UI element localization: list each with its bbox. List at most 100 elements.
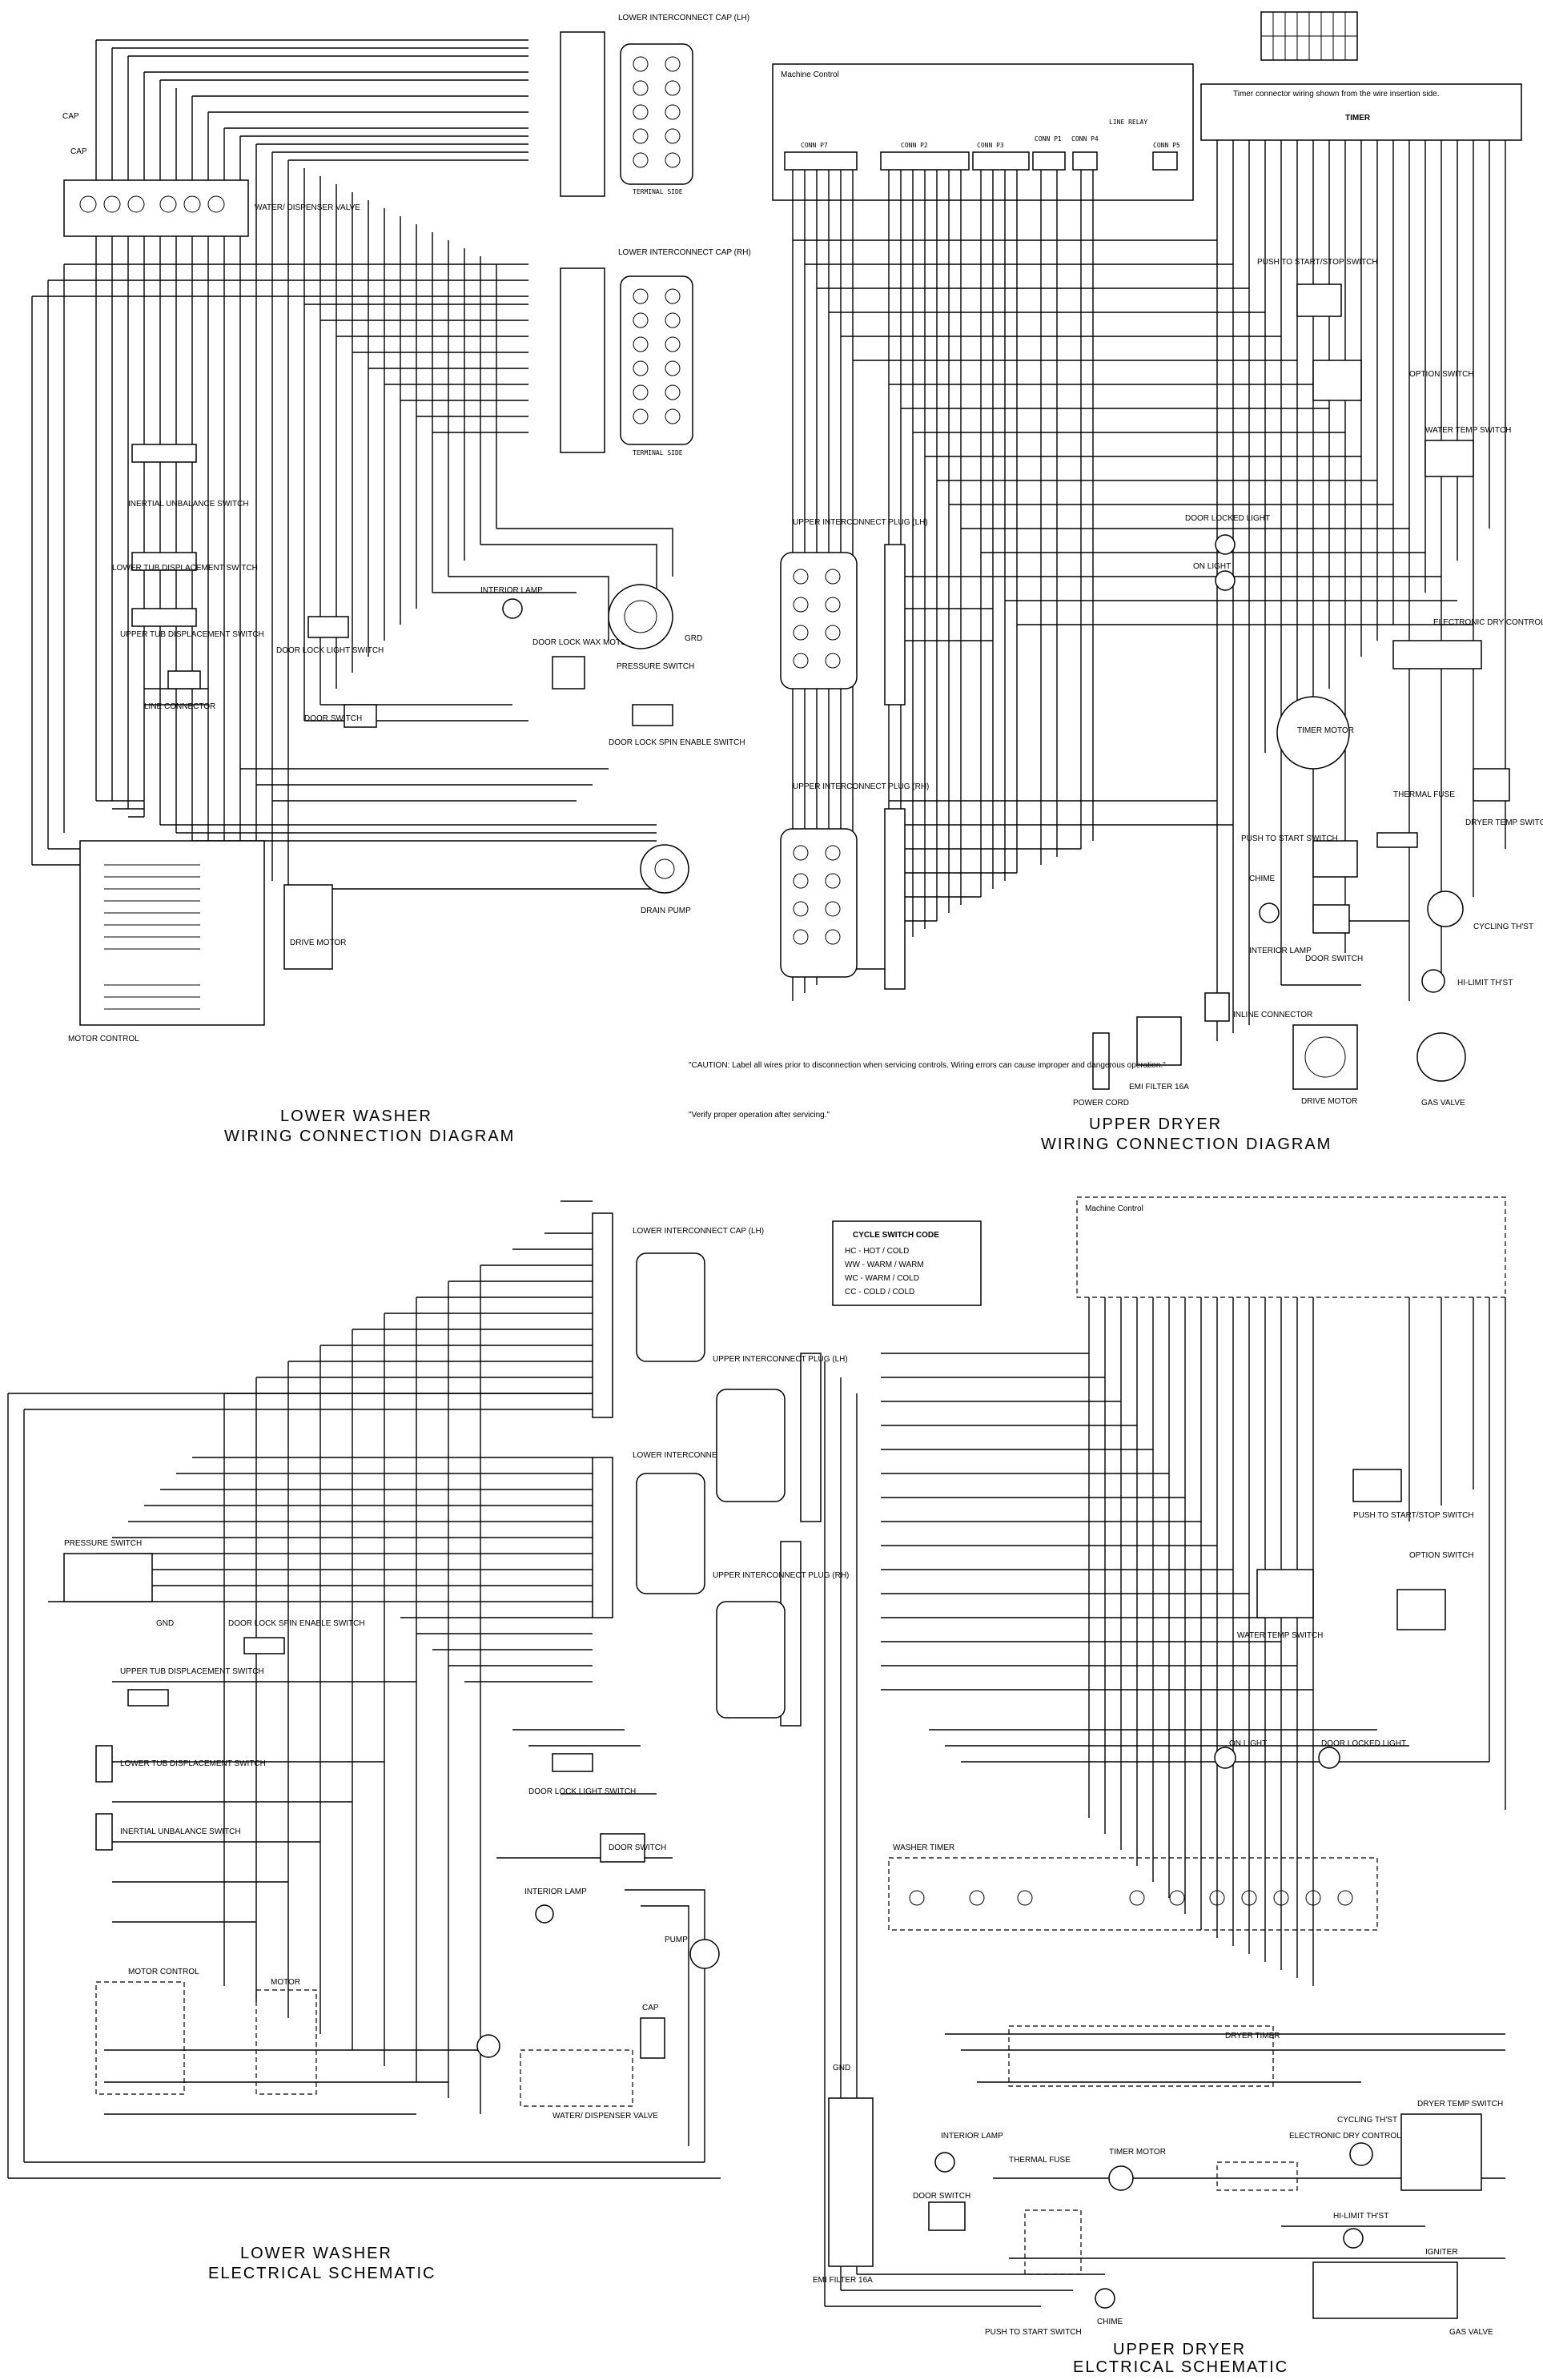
schem-emi-filter-label: EMI FILTER 16A (813, 2276, 873, 2285)
dryer-interior-lamp-label: INTERIOR LAMP (1249, 947, 1312, 955)
schem-door-switch (600, 1833, 645, 1863)
lower-interconnect-cap-lh (620, 43, 693, 185)
schem-interior-lamp (535, 1904, 554, 1924)
thermal-fuse-label: THERMAL FUSE (1393, 790, 1455, 799)
upper-dryer-schematic-title-2: ELCTRICAL SCHEMATIC (1073, 2358, 1288, 2376)
conn-p3-label: CONN P3 (977, 142, 1004, 149)
conn-p3 (972, 151, 1030, 171)
dryer-temp-switch (1473, 768, 1510, 802)
machine-control-box (772, 63, 1194, 201)
door-locked-light-label: DOOR LOCKED LIGHT (1185, 514, 1270, 523)
schem-dryer-temp-label: DRYER TEMP SWITCH (1417, 2100, 1503, 2109)
door-lock-wax-label: DOOR LOCK WAX MOTOR (532, 638, 633, 647)
upper-tub-switch (131, 608, 197, 627)
inertial-label: INERTIAL UNBALANCE SWITCH (128, 500, 249, 509)
electronic-dry-control (1392, 640, 1482, 669)
conn-p5 (1152, 151, 1178, 171)
schem-spin-enable-label: DOOR LOCK SPIN ENABLE SWITCH (228, 1619, 365, 1628)
schem-push-start-stop-label: PUSH TO START/STOP SWITCH (1353, 1511, 1474, 1520)
motor-control (79, 840, 265, 1026)
schem-pressure-switch (63, 1553, 153, 1602)
spin-enable-label: DOOR LOCK SPIN ENABLE SWITCH (609, 738, 745, 747)
schem-electronic-dry-label: ELECTRONIC DRY CONTROL (1289, 2132, 1401, 2141)
schem-lower-tub (95, 1745, 113, 1783)
schem-cap-lh-strip (592, 1212, 613, 1418)
push-start-stop-switch (1296, 283, 1342, 317)
schem-upper-tub-label: UPPER TUB DISPLACEMENT SWITCH (120, 1667, 264, 1676)
door-lock-light-switch (307, 616, 349, 638)
schem-lower-cap-lh (636, 1252, 705, 1362)
caution-note: "CAUTION: Label all wires prior to disco… (689, 1061, 1166, 1070)
lower-washer-wiring-title-1: LOWER WASHER (280, 1108, 432, 1125)
schem-door-locked-light (1318, 1747, 1340, 1769)
schem-gas-valve-label: GAS VALVE (1449, 2328, 1493, 2337)
lower-tub-switch (131, 552, 197, 571)
gas-valve-label: GAS VALVE (1421, 1099, 1465, 1108)
thermal-fuse (1376, 832, 1418, 848)
schem-lower-cap-rh (636, 1473, 705, 1594)
schem-dryer-door-switch-label: DOOR SWITCH (913, 2192, 970, 2201)
door-locked-light (1215, 534, 1236, 555)
spin-enable-switch (632, 704, 673, 726)
lower-washer-schematic: LOWER INTERCONNECT CAP (LH) LOWER INTERC… (7, 1200, 765, 2179)
lower-cap-rh-label: LOWER INTERCONNECT CAP (RH) (618, 248, 751, 257)
schem-on-light-label: ON LIGHT (1229, 1739, 1267, 1748)
lower-washer-wiring-title-2: WIRING CONNECTION DIAGRAM (224, 1128, 515, 1145)
schem-pressure-label: PRESSURE SWITCH (64, 1539, 142, 1548)
dryer-interior-lamp (1259, 903, 1280, 923)
lower-washer-schematic-title-2: ELECTRICAL SCHEMATIC (208, 2265, 436, 2282)
schem-motor-label: MOTOR (271, 1978, 300, 1987)
lower-cap-lh-label: LOWER INTERCONNECT CAP (LH) (618, 14, 749, 22)
option-switch (1312, 360, 1362, 401)
schem-motor (255, 1989, 317, 2095)
gas-valve (1416, 1032, 1466, 1082)
schem-igniter-label: IGNITER (1425, 2248, 1458, 2257)
schem-pump (689, 1939, 720, 1969)
dryer-door-switch (1312, 904, 1350, 934)
line-relay-label: LINE RELAY (1109, 119, 1147, 126)
push-start-stop-label: PUSH TO START/STOP SWITCH (1257, 258, 1378, 267)
schem-lower-tub-label: LOWER TUB DISPLACEMENT SWITCH (120, 1759, 266, 1768)
schem-dryer-timer-label: DRYER TIMER (1225, 2032, 1280, 2040)
drain-pump (640, 844, 689, 894)
conn-p1-label: CONN P1 (1035, 135, 1062, 143)
schem-emi-filter (828, 2097, 874, 2267)
schem-upper-plug-lh (716, 1389, 786, 1502)
inline-connector (1204, 992, 1230, 1022)
conn-p4-label: CONN P4 (1071, 135, 1099, 143)
schem-motor-control-label: MOTOR CONTROL (128, 1968, 199, 1976)
schem-on-light (1214, 1747, 1236, 1769)
cap-label-2: CAP (70, 147, 87, 156)
conn-p2 (880, 151, 970, 171)
upper-plug-lh-label: UPPER INTERCONNECT PLUG (LH) (793, 518, 928, 527)
cycling-thermostat (1427, 890, 1464, 927)
lower-washer-wiring-diagram: CAP CAP WATER/ DISPENSER VALVE LOWER INT… (31, 14, 751, 1043)
power-cord (1092, 1032, 1110, 1090)
conn-p4 (1072, 151, 1098, 171)
schem-spin-enable (243, 1637, 285, 1654)
schem-gas-valve (1312, 2261, 1458, 2319)
schem-upper-plug-lh-label: UPPER INTERCONNECT PLUG (LH) (713, 1355, 848, 1364)
schem-dryer-interior-lamp (934, 2152, 955, 2173)
schem-upper-tub (127, 1689, 169, 1707)
schem-inertial (95, 1813, 113, 1851)
timer-motor (1276, 696, 1350, 770)
water-temp-label: WATER TEMP SWITCH (1425, 426, 1511, 435)
upper-dryer-wiring-title-2: WIRING CONNECTION DIAGRAM (1041, 1136, 1332, 1153)
cycle-code-title: CYCLE SWITCH CODE (853, 1231, 939, 1240)
terminal-side-label-1: TERMINAL SIDE (633, 188, 683, 195)
schem-upper-plug-rh (716, 1601, 786, 1719)
upper-interconnect-plug-lh (780, 552, 858, 689)
dryer-drive-motor-label: DRIVE MOTOR (1301, 1097, 1357, 1106)
door-lock-light-label: DOOR LOCK LIGHT SWITCH (276, 646, 384, 655)
schem-door-lock-wax (476, 2034, 500, 2058)
dryer-drive-motor (1292, 1024, 1358, 1090)
motor-control-label: MOTOR CONTROL (68, 1035, 139, 1043)
schem-cap-rh-strip (592, 1457, 613, 1618)
schem-upper-plug-rh-label: UPPER INTERCONNECT PLUG (RH) (713, 1571, 849, 1580)
conn-p7-label: CONN P7 (801, 142, 828, 149)
timer-note: Timer connector wiring shown from the wi… (1233, 90, 1440, 98)
water-dispenser-valve (63, 179, 249, 237)
push-to-start-switch (1312, 840, 1358, 878)
